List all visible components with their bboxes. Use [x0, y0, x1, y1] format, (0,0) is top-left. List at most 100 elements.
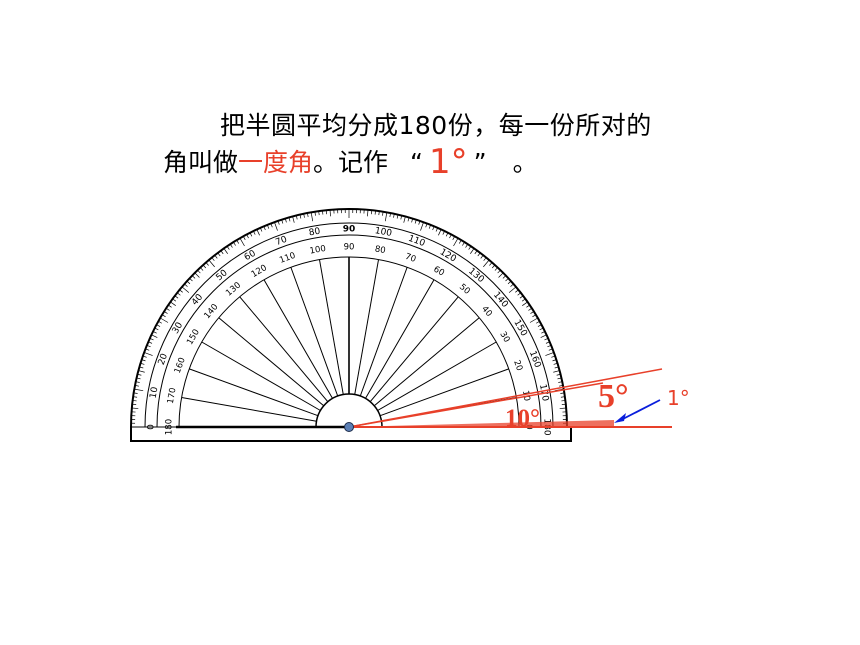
scale-tick: [556, 373, 561, 376]
scale-tick: [131, 407, 139, 409]
scale-tick: [477, 252, 481, 257]
scale-tick: [233, 241, 236, 246]
spoke-10: [181, 396, 317, 422]
scale-tick: [148, 341, 153, 344]
scale-tick: [517, 292, 522, 296]
scale-tick: [205, 262, 209, 266]
scale-tick: [470, 248, 475, 254]
scale-tick: [145, 348, 150, 351]
scale-tick: [172, 298, 177, 302]
scale-tick: [226, 246, 230, 250]
scale-tick: [389, 212, 391, 217]
scale-tick: [229, 243, 233, 248]
arrow-to-one-degree: [614, 399, 661, 423]
scale-tick: [270, 223, 273, 228]
scale-tick: [508, 286, 517, 293]
scale-arc-middle: [156, 234, 542, 428]
spoke-50: [239, 296, 329, 403]
scale-tick: [260, 227, 263, 232]
scale-tick: [137, 373, 142, 376]
outer-label-90: 90: [343, 225, 356, 235]
scale-tick: [144, 352, 153, 356]
scale-tick: [179, 289, 183, 293]
scale-tick: [465, 243, 469, 248]
scale-tick: [152, 331, 157, 334]
scale-tick: [558, 381, 563, 383]
close-quote: ”: [473, 148, 487, 177]
scale-tick: [134, 385, 139, 387]
scale-tick: [208, 259, 215, 268]
spoke-140: [373, 317, 480, 407]
scale-tick: [462, 241, 465, 246]
scale-tick: [494, 267, 498, 271]
scale-tick: [200, 267, 204, 271]
scale-tick: [541, 331, 546, 334]
degree-symbol: 1°: [429, 142, 468, 182]
scale-tick: [151, 334, 158, 338]
scale-tick: [243, 236, 246, 241]
outer-label-0: 0: [147, 424, 157, 430]
scale-tick: [483, 257, 487, 261]
scale-tick: [295, 215, 298, 220]
scale-tick: [539, 327, 544, 331]
text-block: 把半圆平均分成180份，每一份所对的 角叫做一度角。记作“1°”。: [0, 0, 860, 200]
scale-tick: [217, 252, 221, 257]
scale-tick: [526, 304, 530, 308]
inner-label-160: 160: [173, 356, 188, 375]
scale-tick: [168, 304, 172, 308]
definition-line-2: 角叫做一度角。记作“1°”。: [163, 140, 538, 182]
scale-tick: [288, 217, 291, 222]
scale-tick: [414, 219, 417, 224]
label-10-degree: 10°: [505, 405, 540, 432]
scale-tick: [553, 362, 558, 365]
scale-tick: [428, 224, 431, 229]
scale-tick: [189, 278, 193, 282]
scale-tick: [435, 227, 438, 232]
outer-label-80: 80: [308, 227, 321, 239]
scale-tick: [139, 366, 144, 369]
scale-tick: [191, 275, 196, 279]
scale-tick: [163, 311, 168, 314]
scale-tick: [453, 238, 459, 247]
scale-arc-outer-inner: [144, 222, 554, 428]
scale-tick: [519, 295, 524, 299]
scale-tick: [559, 385, 564, 387]
scale-tick: [174, 295, 179, 299]
spoke-160: [379, 368, 509, 417]
scale-tick: [136, 377, 141, 380]
inner-label-60: 60: [432, 265, 446, 279]
scale-tick: [557, 377, 562, 380]
scale-tick: [146, 345, 151, 348]
scale-tick: [138, 370, 145, 373]
spoke-20: [189, 368, 319, 417]
scale-tick: [545, 352, 554, 356]
scale-tick: [522, 301, 528, 306]
inner-label-150: 150: [185, 328, 202, 347]
scale-tick: [197, 269, 201, 274]
scale-tick: [521, 298, 526, 302]
tick-marks: [131, 209, 567, 428]
definition-line-1: 把半圆平均分成180份，每一份所对的: [220, 111, 652, 140]
spoke-60: [263, 279, 333, 399]
scale-tick: [277, 220, 280, 225]
scale-tick: [544, 338, 549, 341]
scale-tick: [367, 209, 369, 217]
spoke-110: [359, 267, 408, 397]
scale-tick: [497, 269, 501, 274]
scale-tick: [307, 212, 309, 217]
scale-tick: [438, 229, 442, 236]
spoke-70: [290, 267, 339, 397]
scale-tick: [491, 264, 496, 269]
label-1-degree: 1°: [667, 386, 690, 410]
scale-tick: [560, 392, 565, 394]
scale-tick: [528, 307, 533, 311]
line2-mid: 。记作: [313, 148, 389, 177]
scale-tick: [498, 272, 504, 278]
inner-label-100: 100: [309, 244, 327, 257]
label-5-degree: 5°: [598, 378, 629, 415]
inner-label-120: 120: [250, 263, 269, 280]
inner-label-50: 50: [457, 282, 472, 297]
scale-tick: [432, 226, 435, 231]
scale-tick: [384, 212, 388, 222]
